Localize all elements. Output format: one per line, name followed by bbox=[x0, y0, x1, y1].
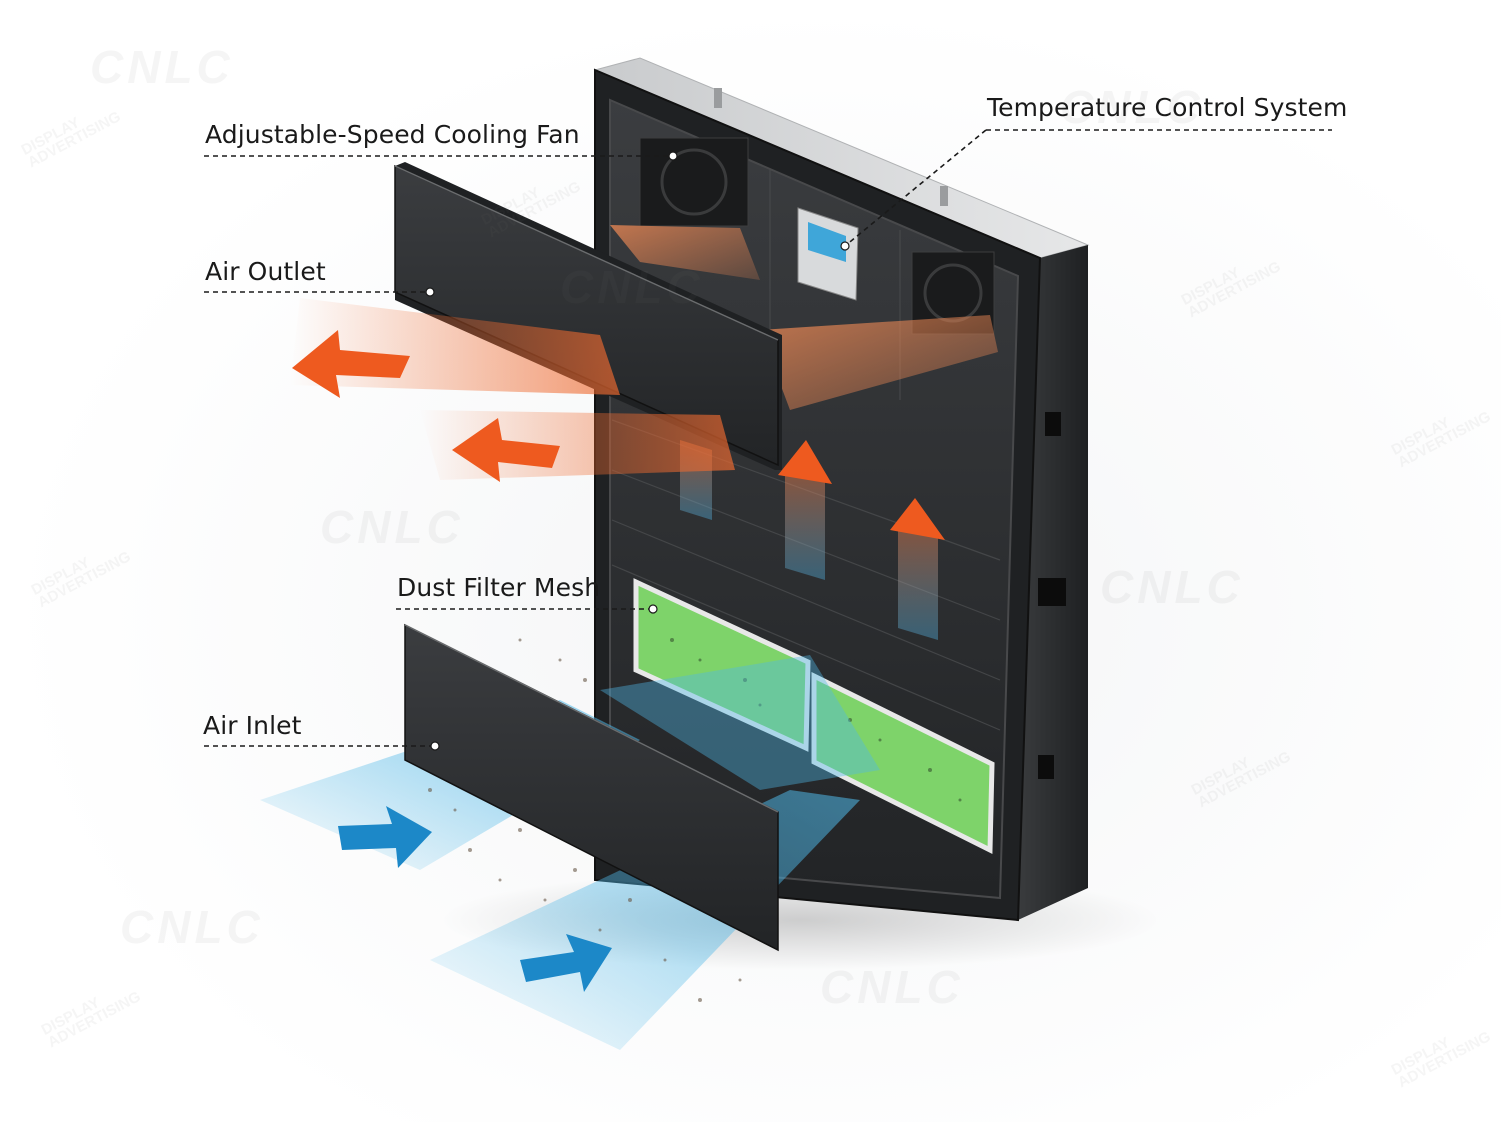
dust-particles bbox=[428, 638, 742, 1002]
up-arrow-right bbox=[890, 498, 945, 540]
fan-blades-left bbox=[660, 148, 728, 216]
up-arrow-center bbox=[778, 440, 832, 484]
hot-air-plume-upper bbox=[610, 225, 760, 280]
inlet-arrow-lower bbox=[520, 934, 612, 992]
label-dust-filter: Dust Filter Mesh bbox=[397, 573, 601, 602]
top-bolt-left bbox=[714, 88, 722, 108]
top-bolt-right bbox=[940, 186, 948, 206]
dust-filter-left bbox=[633, 578, 811, 752]
dust-filter-right bbox=[811, 671, 995, 854]
label-air-outlet: Air Outlet bbox=[205, 257, 326, 286]
leader-temperature-diag bbox=[844, 129, 987, 247]
callout-leaders bbox=[204, 129, 1332, 747]
callout-dots bbox=[425, 151, 850, 751]
fan-housing-left bbox=[639, 137, 749, 227]
outlet-arrow-upper bbox=[292, 330, 410, 398]
side-handle-middle bbox=[1038, 578, 1066, 606]
label-temperature-control: Temperature Control System bbox=[987, 93, 1348, 122]
outlet-arrow-lower bbox=[452, 418, 560, 482]
label-cooling-fan: Adjustable-Speed Cooling Fan bbox=[205, 120, 580, 149]
side-handle-lower bbox=[1038, 755, 1054, 779]
side-handle-upper bbox=[1045, 412, 1061, 436]
hot-air-plume-lower bbox=[760, 315, 998, 410]
inlet-arrow-upper bbox=[338, 806, 432, 868]
temperature-control-screen bbox=[808, 222, 846, 262]
label-air-inlet: Air Inlet bbox=[203, 711, 302, 740]
dust-specks-filter bbox=[670, 638, 962, 802]
